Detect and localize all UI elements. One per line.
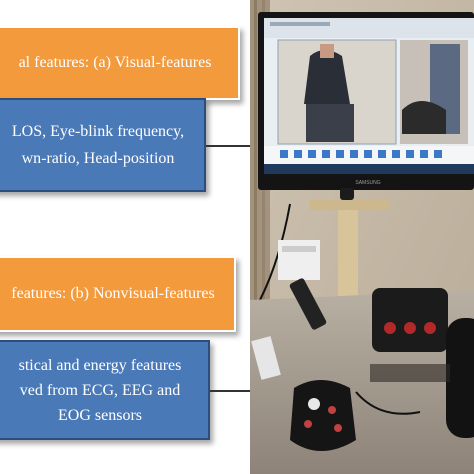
shifter-box bbox=[372, 288, 448, 352]
nonvisual-features-title-box: features: (b) Nonvisual-features bbox=[0, 256, 236, 332]
driving-simulator-photo: SAMSUNG bbox=[250, 0, 474, 474]
visual-features-list-box: LOS, Eye-blink frequency, wn-ratio, Head… bbox=[0, 98, 206, 192]
game-controller bbox=[290, 380, 356, 451]
monitor-brand: SAMSUNG bbox=[355, 180, 380, 186]
nonvisual-features-title: features: (b) Nonvisual-features bbox=[11, 285, 215, 302]
nonvisual-features-list-box: stical and energy features ved from ECG,… bbox=[0, 340, 210, 440]
taskbar bbox=[264, 164, 474, 174]
visual-features-list: LOS, Eye-blink frequency, wn-ratio, Head… bbox=[11, 123, 185, 167]
steering-wheel bbox=[446, 318, 474, 438]
visual-connector-line bbox=[206, 145, 252, 147]
visual-features-title: al features: (a) Visual-features bbox=[18, 54, 212, 71]
webcam bbox=[340, 188, 354, 200]
nonvisual-features-list: stical and energy features ved from ECG,… bbox=[18, 356, 182, 424]
tv-remote bbox=[289, 278, 327, 330]
visual-features-title-box: al features: (a) Visual-features bbox=[0, 26, 240, 100]
nonvisual-connector-line bbox=[210, 390, 252, 392]
